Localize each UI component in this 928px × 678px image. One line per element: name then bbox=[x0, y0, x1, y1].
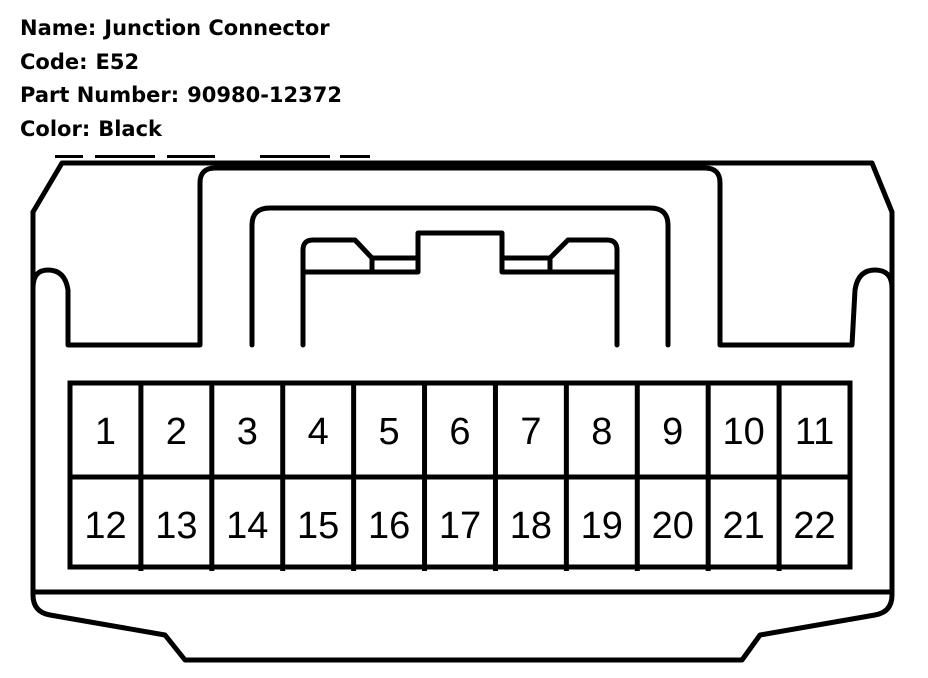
pin-label-1: 1 bbox=[95, 411, 116, 453]
pin-label-9: 9 bbox=[662, 411, 683, 453]
pin-label-3: 3 bbox=[237, 411, 258, 453]
latch-inner-right bbox=[547, 237, 620, 348]
part-number-row: Part Number: 90980-12372 bbox=[20, 79, 342, 113]
pin-label-14: 14 bbox=[226, 505, 268, 547]
pin-label-15: 15 bbox=[297, 505, 339, 547]
pin-label-20: 20 bbox=[652, 505, 694, 547]
part-number-label: Part Number: bbox=[20, 83, 180, 107]
code-label: Code: bbox=[20, 49, 88, 74]
connector-housing-outline bbox=[30, 160, 895, 663]
pin-label-8: 8 bbox=[591, 411, 612, 453]
pin-label-16: 16 bbox=[368, 505, 410, 547]
name-label: Name: bbox=[20, 16, 97, 40]
pin-label-19: 19 bbox=[581, 505, 623, 547]
part-number-value: 90980-12372 bbox=[187, 83, 342, 107]
pin-label-18: 18 bbox=[510, 505, 552, 547]
pin-label-10: 10 bbox=[722, 411, 764, 453]
latch-inner bbox=[300, 237, 375, 348]
pin-label-22: 22 bbox=[793, 505, 835, 547]
pin-label-12: 12 bbox=[84, 505, 126, 547]
code-row: Code: E52 bbox=[20, 46, 342, 80]
pin-label-17: 17 bbox=[439, 505, 481, 547]
code-value: E52 bbox=[95, 49, 140, 74]
connector-info: Name: Junction Connector Code: E52 Part Nu… bbox=[20, 12, 342, 146]
latch-center-tab bbox=[369, 230, 553, 275]
pin-label-2: 2 bbox=[166, 411, 187, 453]
pin-label-21: 21 bbox=[722, 505, 764, 547]
name-row: Name: Junction Connector bbox=[20, 12, 342, 46]
pin-label-13: 13 bbox=[155, 505, 197, 547]
pin-label-6: 6 bbox=[449, 411, 470, 453]
name-value: Junction Connector bbox=[104, 16, 330, 40]
pin-label-7: 7 bbox=[520, 411, 541, 453]
pin-label-5: 5 bbox=[379, 411, 400, 453]
cropped-text-remnant bbox=[55, 150, 375, 160]
latch-outer bbox=[249, 205, 671, 348]
color-label: Color: bbox=[20, 116, 91, 141]
inner-cavity-outline bbox=[30, 165, 895, 595]
color-value: Black bbox=[98, 116, 163, 141]
pin-label-11: 11 bbox=[795, 411, 834, 453]
pin-label-4: 4 bbox=[308, 411, 329, 453]
color-row: Color: Black bbox=[20, 113, 342, 147]
